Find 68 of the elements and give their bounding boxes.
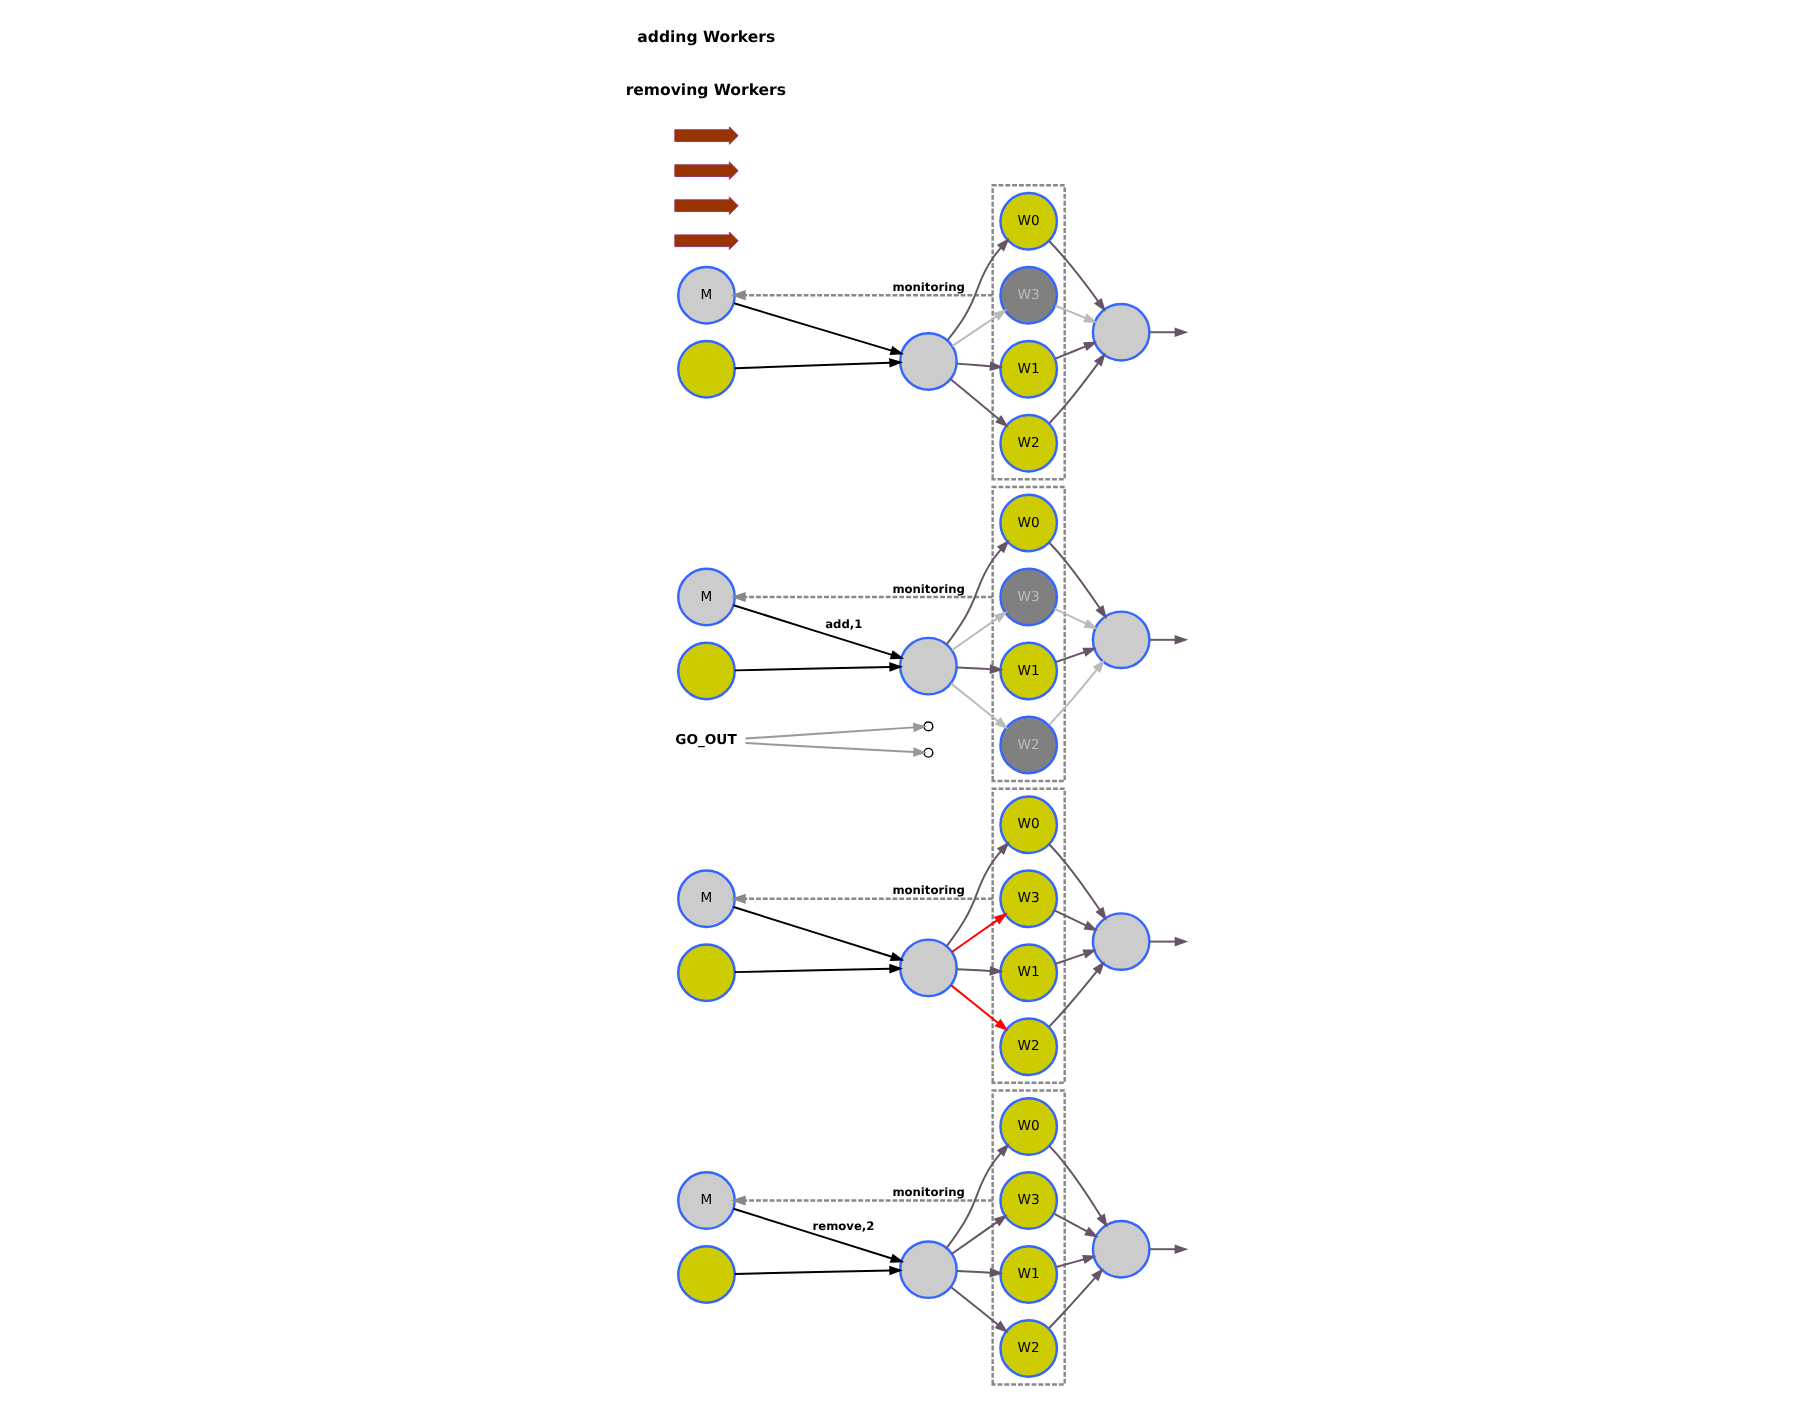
- arrow: [1053, 304, 1097, 323]
- arrow: [732, 963, 902, 974]
- arrow: [949, 912, 1007, 953]
- arrow: [1052, 607, 1097, 630]
- node-circle: [1090, 610, 1150, 670]
- arrow: [732, 662, 902, 672]
- arrow: [954, 1267, 1003, 1278]
- arrow: [1047, 541, 1106, 619]
- node-arrow: [673, 196, 738, 215]
- node-circle: [676, 339, 735, 399]
- arrow: [1047, 659, 1104, 726]
- arrow: [949, 1214, 1007, 1255]
- node-circle: [676, 1245, 735, 1304]
- arrow: [731, 906, 904, 962]
- arrow: [944, 841, 1009, 948]
- arrow: [944, 539, 1009, 646]
- arrow: [949, 682, 1008, 730]
- arrow: [1054, 1254, 1096, 1269]
- node-circle: [922, 721, 933, 732]
- arrow: [949, 984, 1008, 1032]
- arrow: [731, 1207, 904, 1263]
- arrow: [1047, 843, 1106, 921]
- arrow: [1051, 1212, 1098, 1238]
- arrow: [1052, 909, 1097, 932]
- arrow: [731, 604, 904, 660]
- node-circle: [897, 1240, 957, 1300]
- arrow: [1053, 647, 1096, 663]
- arrow: [950, 309, 1007, 348]
- arrow: [730, 290, 992, 301]
- arrow: [1053, 341, 1097, 360]
- arrow: [1147, 936, 1188, 947]
- arrow: [1047, 1267, 1103, 1330]
- node-arrow: [673, 126, 738, 145]
- node-circle: [897, 332, 957, 391]
- arrow: [1147, 635, 1188, 645]
- arrow: [954, 664, 1003, 674]
- node-circle: [676, 943, 735, 1003]
- arrow: [1147, 1244, 1188, 1254]
- arrow: [954, 966, 1003, 976]
- arrow: [730, 1195, 992, 1206]
- node-circle: [922, 747, 933, 758]
- arrow: [1047, 352, 1105, 425]
- arrow: [1047, 240, 1105, 312]
- arrow: [1047, 1144, 1107, 1228]
- arrow: [1053, 949, 1096, 965]
- node-circle: [1090, 912, 1150, 972]
- arrow: [1047, 961, 1104, 1028]
- arrow: [945, 238, 1009, 342]
- arrow: [944, 1143, 1009, 1249]
- node-arrow: [673, 161, 738, 180]
- arrow: [743, 722, 926, 740]
- arrow: [949, 611, 1007, 652]
- arrow: [732, 302, 903, 355]
- arrow: [948, 378, 1008, 428]
- arrow: [730, 893, 992, 904]
- node-circle: [676, 641, 735, 701]
- arrow: [1147, 327, 1188, 337]
- node-circle: [1090, 1219, 1150, 1279]
- node-circle: [1090, 302, 1150, 362]
- arrow: [954, 361, 1003, 371]
- node-circle: [897, 636, 957, 696]
- arrow: [732, 1265, 902, 1276]
- arrow: [730, 591, 992, 603]
- arrow: [949, 1286, 1008, 1333]
- arrow: [732, 358, 902, 370]
- node-circle: [897, 938, 957, 998]
- node-arrow: [673, 231, 738, 250]
- arrow: [743, 742, 926, 757]
